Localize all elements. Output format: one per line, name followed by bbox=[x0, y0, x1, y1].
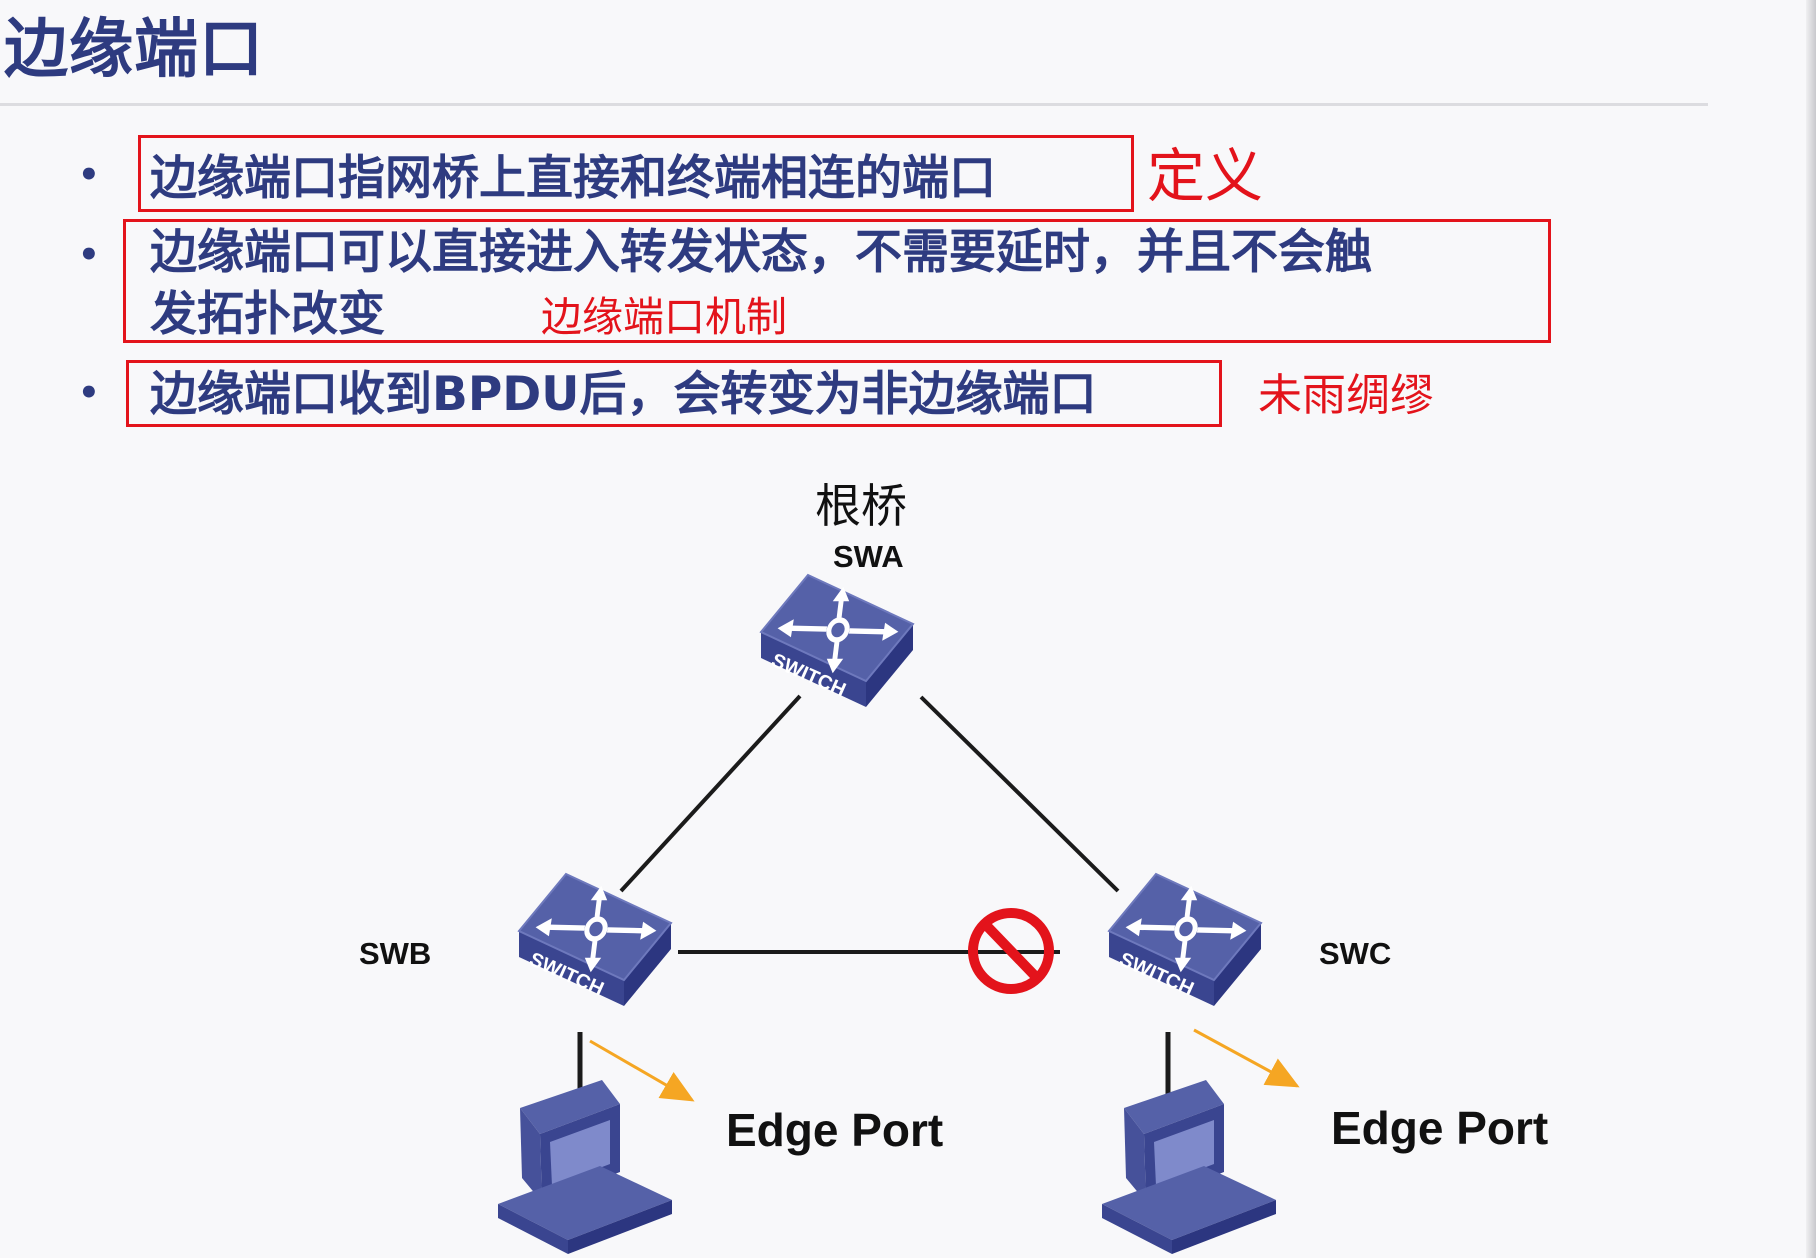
page-title: 边缘端口 bbox=[4, 13, 264, 87]
switch-swb-icon: SWITCH bbox=[518, 873, 672, 1007]
edge-port-arrow-left bbox=[589, 1039, 695, 1102]
link-swa-swb bbox=[619, 694, 802, 893]
title-divider bbox=[0, 103, 1708, 106]
bullet-dot-2: • bbox=[78, 235, 100, 275]
highlight-box-1 bbox=[138, 135, 1134, 212]
bullet-text-2-line2: 发拓扑改变 bbox=[150, 287, 385, 342]
computer-icon-left bbox=[498, 1080, 672, 1254]
annotation-mechanism: 边缘端口机制 bbox=[541, 293, 787, 341]
computer-icon-right bbox=[1102, 1080, 1276, 1254]
highlight-box-3 bbox=[126, 360, 1222, 427]
bullet-text-1: 边缘端口指网桥上直接和终端相连的端口 bbox=[150, 151, 996, 206]
prohibited-icon bbox=[968, 908, 1054, 994]
bullet-dot-1: • bbox=[78, 155, 100, 195]
switch-swa-icon: SWITCH bbox=[760, 574, 914, 708]
link-swa-swc bbox=[919, 695, 1120, 893]
swb-label: SWB bbox=[359, 936, 432, 971]
annotation-author: 未雨绸缪 bbox=[1258, 370, 1434, 421]
bullet-text-3: 边缘端口收到BPDU后，会转变为非边缘端口 bbox=[150, 367, 1097, 422]
swc-label: SWC bbox=[1319, 936, 1392, 971]
swa-label: SWA bbox=[833, 539, 904, 574]
edge-port-label-right: Edge Port bbox=[1331, 1102, 1549, 1154]
root-bridge-label: 根桥 bbox=[815, 479, 907, 533]
window-edge bbox=[1806, 0, 1816, 1258]
bullet-dot-3: • bbox=[78, 373, 100, 413]
switch-swc-icon: SWITCH bbox=[1108, 873, 1262, 1007]
edge-port-label-left: Edge Port bbox=[726, 1104, 944, 1156]
bullet-text-2-line1: 边缘端口可以直接进入转发状态，不需要延时，并且不会触 bbox=[150, 225, 1372, 280]
edge-port-arrow-right bbox=[1193, 1028, 1300, 1088]
highlight-box-2 bbox=[123, 219, 1551, 343]
annotation-definition: 定义 bbox=[1147, 142, 1264, 210]
